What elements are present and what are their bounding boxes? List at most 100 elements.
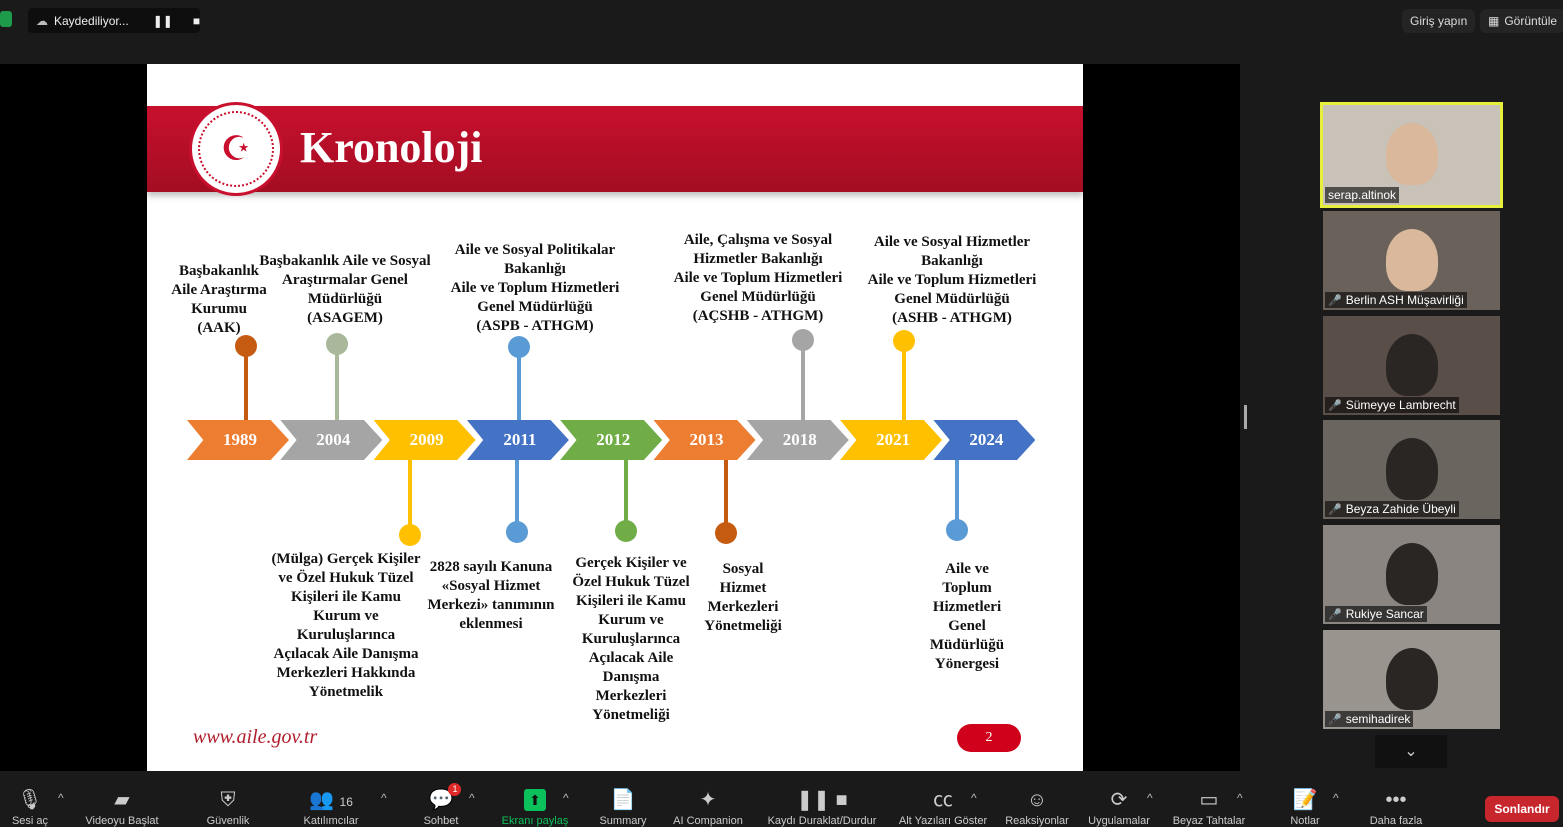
participant-video[interactable]: 🎤Beyza Zahide Übeyli [1323, 420, 1500, 519]
year-arrow-2024: 2024 [933, 420, 1036, 460]
whiteboards-button[interactable]: ▭ Beyaz Tahtalar [1149, 771, 1269, 827]
connector-line [955, 460, 959, 530]
video-off-icon: ▰ [114, 789, 130, 811]
options-caret-button[interactable]: ^ [381, 791, 387, 805]
website-url: www.aile.gov.tr [193, 726, 318, 748]
connector-line [624, 460, 628, 531]
more-icon: ••• [1385, 789, 1407, 811]
options-caret-button[interactable]: ^ [1333, 791, 1339, 805]
milestone-text-above: Aile, Çalışma ve Sosyal Hizmetler Bakanl… [673, 232, 843, 324]
milestone-text-above: Aile ve Sosyal Hizmetler Bakanlığı Aile … [867, 234, 1037, 326]
ministry-logo: ☪ [189, 102, 283, 196]
signin-button[interactable]: Giriş yapın [1402, 9, 1476, 33]
participants-label: Katılımcılar [303, 815, 359, 827]
stop-recording-button[interactable]: ■ [192, 13, 201, 28]
summary-label: Summary [599, 815, 647, 827]
timeline-marker [235, 335, 257, 357]
participant-name: Rukiye Sancar [1345, 607, 1424, 621]
year-arrow-2009: 2009 [373, 420, 476, 460]
timeline-marker [506, 521, 528, 543]
participant-name-tag: 🎤Sümeyye Lambrecht [1325, 397, 1459, 413]
year-arrow-2011: 2011 [466, 420, 569, 460]
participant-name-tag: 🎤Beyza Zahide Übeyli [1325, 501, 1459, 517]
connector-line [335, 344, 339, 420]
summary-icon: 📄 [610, 789, 636, 811]
view-button[interactable]: ▦Görüntüle [1480, 9, 1563, 33]
apps-icon: ⟳ [1110, 789, 1128, 811]
end-meeting-button[interactable]: Sonlandır [1485, 796, 1559, 822]
options-caret-button[interactable]: ^ [1147, 791, 1153, 805]
year-arrow-1989: 1989 [187, 420, 289, 460]
participant-video[interactable]: 🎤semihadirek [1323, 630, 1500, 729]
security-button[interactable]: ⛨ Güvenlik [168, 771, 288, 827]
ai-label: AI Companion [673, 815, 743, 827]
whiteboard-icon: ▭ [1199, 789, 1219, 811]
security-label: Güvenlik [206, 815, 250, 827]
notes-icon: 📝 [1292, 789, 1318, 811]
options-caret-button[interactable]: ^ [971, 791, 977, 805]
options-caret-button[interactable]: ^ [58, 791, 64, 805]
scroll-down-button[interactable]: ⌄ [1375, 735, 1447, 768]
participant-name-tag: 🎤semihadirek [1325, 711, 1414, 727]
shield-icon: ⛨ [220, 789, 236, 811]
more-button[interactable]: •••Daha fazla [1336, 771, 1456, 827]
connector-line [515, 460, 519, 532]
milestone-text-above: Başbakanlık Aile Araştırma Kurumu (AAK) [171, 263, 267, 336]
apps-button[interactable]: ⟳Uygulamalar [1059, 771, 1179, 827]
participant-name: Berlin ASH Müşavirliği [1345, 293, 1464, 307]
participants-button[interactable]: 👥 16 Katılımcılar [271, 771, 391, 827]
options-caret-button[interactable]: ^ [1237, 791, 1243, 805]
participant-silhouette [1385, 228, 1438, 291]
ai-button[interactable]: ✦ AI Companion [648, 771, 768, 827]
ai-sparkle-icon: ✦ [699, 789, 717, 811]
muted-mic-icon: 🎤 [1328, 713, 1342, 726]
whiteboards-label: Beyaz Tahtalar [1172, 815, 1246, 827]
year-arrow-2012: 2012 [560, 420, 663, 460]
year-arrow-2021: 2021 [840, 420, 943, 460]
participant-silhouette [1385, 437, 1438, 500]
milestone-text-below: Aile ve Toplum Hizmetleri Genel Müdürlüğ… [929, 561, 1005, 672]
participant-video[interactable]: 🎤Sümeyye Lambrecht [1323, 316, 1500, 415]
reactions-button[interactable]: ☺Reaksiyonlar [977, 771, 1097, 827]
resize-handle[interactable] [1244, 405, 1247, 429]
chat-label: Sohbet [423, 815, 459, 827]
cloud-record-icon: ☁ [36, 13, 48, 28]
muted-mic-icon: 🎤 [1328, 608, 1342, 621]
year-arrow-2018: 2018 [746, 420, 849, 460]
milestone-text-above: Aile ve Sosyal Politikalar Bakanlığı Ail… [450, 242, 620, 334]
connector-line [517, 347, 521, 420]
record-button[interactable]: ❚❚ ■Kaydı Duraklat/Durdur [762, 771, 882, 827]
milestone-text-below: (Mülga) Gerçek Kişiler ve Özel Hukuk Tüz… [271, 551, 421, 700]
mute-button[interactable]: 🎙Sesi aç [0, 771, 90, 827]
summary-button[interactable]: 📄 Summary [563, 771, 683, 827]
page-number: 2 [957, 724, 1021, 752]
view-icon: ▦ [1488, 14, 1500, 28]
video-button[interactable]: ▰ Videoyu Başlat [62, 771, 182, 827]
captions-icon: ㏄ [933, 789, 953, 811]
participant-video[interactable]: serap.altinok [1320, 102, 1503, 208]
timeline-marker [399, 524, 421, 546]
participant-name: serap.altinok [1328, 188, 1397, 202]
participant-video[interactable]: 🎤Rukiye Sancar [1323, 525, 1500, 624]
connector-line [724, 460, 728, 533]
participant-video[interactable]: 🎤Berlin ASH Müşavirliği [1323, 211, 1500, 310]
participant-silhouette [1385, 333, 1438, 396]
options-caret-button[interactable]: ^ [469, 791, 475, 805]
year-arrow-2004: 2004 [280, 420, 383, 460]
pause-recording-button[interactable]: ❚❚ [152, 13, 173, 28]
recording-indicator: ☁ Kaydediliyor... ❚❚ ■ [28, 8, 200, 33]
participant-silhouette [1385, 542, 1438, 605]
slide-title: Kronoloji [300, 123, 483, 172]
chat-icon: 💬1 [429, 783, 462, 811]
participants-icon: 👥 16 [309, 789, 353, 811]
title-banner [147, 106, 1083, 192]
shield-check-icon [0, 11, 12, 27]
milestone-text-below: Sosyal Hizmet Merkezleri Yönetmeliği [704, 561, 782, 634]
video-label: Videoyu Başlat [85, 815, 159, 827]
options-caret-button[interactable]: ^ [563, 791, 569, 805]
notes-button[interactable]: 📝Notlar [1245, 771, 1365, 827]
participant-name-tag: serap.altinok [1325, 187, 1400, 203]
share-button[interactable]: ⬆Ekranı paylaş [475, 771, 595, 827]
